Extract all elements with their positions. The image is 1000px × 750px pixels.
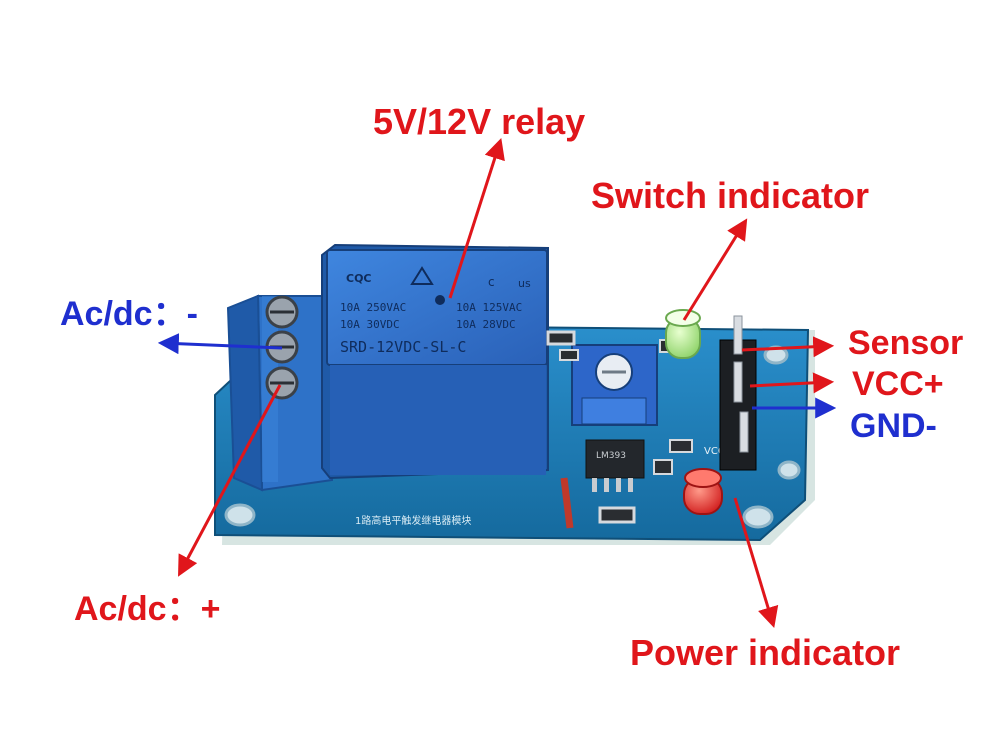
header-pins xyxy=(719,315,757,471)
label-ac-dc-minus: Ac/dc：- xyxy=(60,295,198,333)
pcb-silkscreen: 1路高电平触发继电器模块 xyxy=(355,514,471,527)
resistor-3 xyxy=(559,349,579,361)
arrow-ac-dc-minus xyxy=(157,333,283,355)
mounting-hole-left xyxy=(224,503,256,527)
label-switch-indicator: Switch indicator xyxy=(591,175,869,216)
arrow-sensor xyxy=(741,336,835,358)
label-power-indicator: Power indicator xyxy=(630,632,900,673)
label-relay: 5V/12V relay xyxy=(373,101,585,142)
annotation-labels: 5V/12V relay Switch indicator Ac/dc：- Ac… xyxy=(60,101,963,673)
relay-rating-1r: 10A 125VAC xyxy=(456,301,522,314)
switch-indicator-led xyxy=(665,309,701,359)
chip-label: LM393 xyxy=(596,451,626,461)
mounting-hole-bottom-right xyxy=(742,505,774,529)
resistor-2 xyxy=(546,330,576,346)
pin-gnd xyxy=(739,411,749,453)
label-ac-dc-plus: Ac/dc：+ xyxy=(74,590,220,628)
pin-vcc xyxy=(733,361,743,403)
mounting-hole-right xyxy=(777,460,801,480)
annotation-arrows xyxy=(157,138,837,629)
label-gnd: GND- xyxy=(850,407,937,445)
diode xyxy=(560,477,574,529)
power-indicator-led xyxy=(683,468,723,515)
pin-sensor xyxy=(733,315,743,355)
capacitor-1 xyxy=(653,459,673,475)
terminal-block xyxy=(226,294,334,492)
relay-mark-circle xyxy=(435,295,445,305)
relay: CQC c us 10A 250VAC 10A 125VAC 10A 30VDC… xyxy=(321,243,549,480)
resistor-4 xyxy=(669,439,693,453)
relay-model: SRD-12VDC-SL-C xyxy=(340,338,466,356)
label-sensor: Sensor xyxy=(848,324,963,362)
label-vcc: VCC+ xyxy=(852,365,944,403)
terminal-screw-3 xyxy=(265,366,299,400)
arrow-switch-indicator xyxy=(682,218,748,321)
warning-triangle-icon xyxy=(410,266,434,285)
relay-rating-2l: 10A 30VDC xyxy=(340,318,400,331)
arrow-relay xyxy=(448,138,505,299)
arrow-power-indicator xyxy=(733,497,779,629)
resistor-1 xyxy=(598,506,636,524)
relay-cert-cqc: CQC xyxy=(346,272,372,285)
relay-cert-c: c xyxy=(488,275,495,289)
arrow-vcc xyxy=(749,372,835,394)
vcc-pad-label: VCC xyxy=(704,446,725,457)
terminal-screw-1 xyxy=(265,295,299,329)
relay-rating-2r: 10A 28VDC xyxy=(456,318,516,331)
comparator-chip xyxy=(585,439,645,479)
components: LM393 VCC xyxy=(546,330,725,529)
arrow-ac-dc-plus xyxy=(178,384,282,577)
relay-rating-1l: 10A 250VAC xyxy=(340,301,406,314)
relay-cert-us: us xyxy=(518,277,531,290)
